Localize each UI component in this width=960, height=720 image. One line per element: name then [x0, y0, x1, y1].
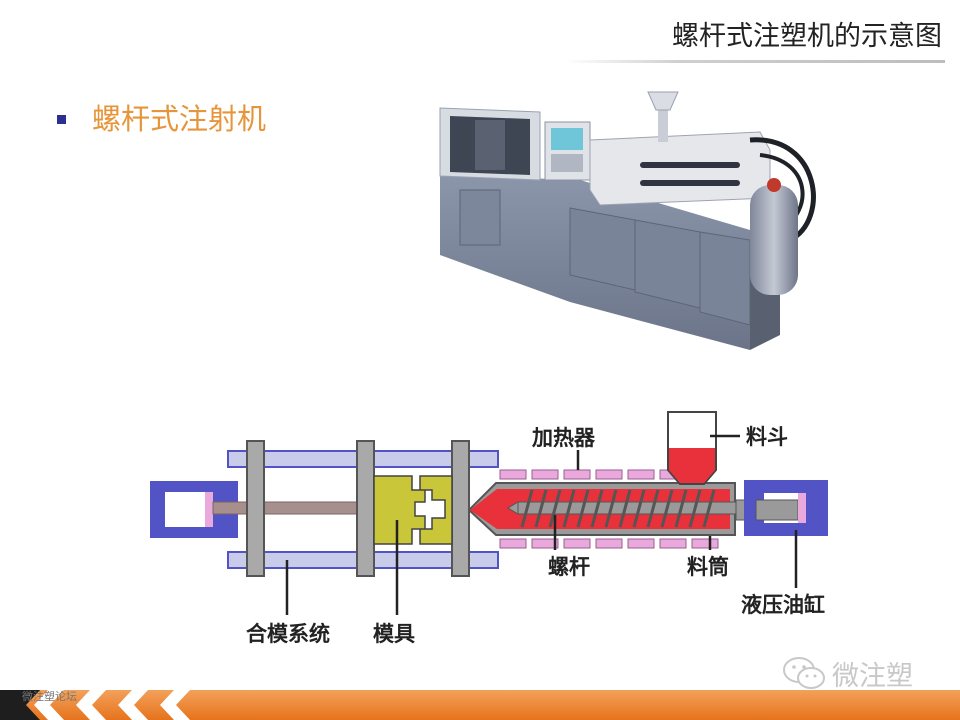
wechat-label: 微注塑 [832, 661, 913, 692]
label-hopper: 料斗 [746, 425, 788, 449]
screw-flights [520, 489, 716, 528]
heaters-bottom [499, 538, 719, 549]
heater-band [595, 469, 623, 480]
screw-flight [534, 489, 548, 528]
heater-band [499, 469, 527, 480]
rear-platen [246, 440, 265, 577]
heaters-top [499, 469, 687, 480]
heater-band [627, 469, 655, 480]
title-underline [565, 60, 945, 63]
label-clamping-system: 合模系统 [246, 622, 330, 646]
screw-flight [590, 489, 604, 528]
moving-platen [356, 440, 375, 577]
heater-band [531, 538, 559, 549]
heater-band [563, 538, 591, 549]
chevron-logo-icon [0, 690, 190, 720]
wechat-watermark: 微注塑 [782, 654, 913, 693]
heater-band [563, 469, 591, 480]
heater-band [595, 538, 623, 549]
bullet-square-icon [57, 115, 66, 124]
label-heater: 加热器 [531, 426, 596, 450]
clamp-piston-rod [212, 501, 359, 515]
mold [373, 475, 453, 545]
screw-flight [576, 489, 590, 528]
heater-band [531, 469, 559, 480]
screw-flight [604, 489, 618, 528]
label-barrel: 料筒 [687, 555, 729, 579]
screw-flight [674, 489, 688, 528]
screw-flight [632, 489, 646, 528]
screw-flight [562, 489, 576, 528]
screw-flight [646, 489, 660, 528]
label-screw: 螺杆 [548, 555, 590, 579]
fixed-platen [451, 440, 470, 577]
heater-band [499, 538, 527, 549]
forum-watermark: 微注塑论坛 [22, 690, 77, 703]
wechat-icon [783, 656, 825, 689]
label-hydraulic-cylinder: 液压油缸 [741, 593, 825, 617]
heater-band [627, 538, 655, 549]
screw-flight [548, 489, 562, 528]
heater-band [659, 538, 687, 549]
screw-flight [618, 489, 632, 528]
injection-machine-photo [439, 91, 816, 350]
bullet-text: 螺杆式注射机 [92, 102, 267, 136]
screw-flight [660, 489, 674, 528]
screw-flight [702, 489, 716, 528]
label-mold: 模具 [373, 622, 415, 646]
screw-flight [520, 489, 534, 528]
page-title: 螺杆式注塑机的示意图 [672, 21, 942, 52]
heater-band [691, 538, 719, 549]
screw-flight [688, 489, 702, 528]
